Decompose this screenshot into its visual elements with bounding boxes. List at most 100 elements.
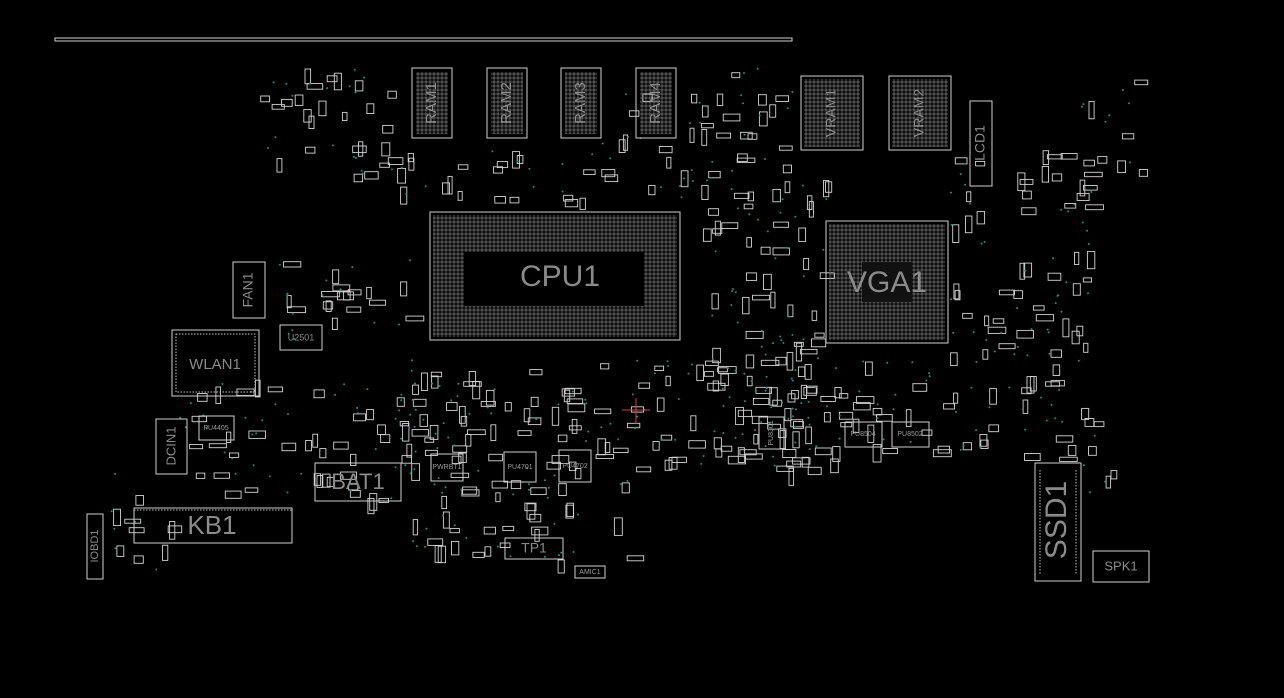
component-dcin1[interactable]: DCIN1 <box>155 418 188 475</box>
smd-part <box>760 246 771 255</box>
test-point <box>928 372 931 375</box>
component-ram3[interactable]: RAM3 <box>560 67 602 139</box>
smd-part <box>281 98 293 107</box>
smd-part <box>396 397 405 407</box>
component-lcd1[interactable]: LCD1 <box>969 100 993 187</box>
test-point <box>113 527 116 530</box>
test-point <box>1054 417 1057 420</box>
smd-part <box>254 379 261 398</box>
test-point <box>1040 396 1042 399</box>
pu8502-label: PU8502 <box>897 431 922 438</box>
smd-part <box>378 497 389 503</box>
smd-part <box>626 555 645 562</box>
component-pu4702[interactable]: PU4702 <box>558 449 592 483</box>
smd-part <box>271 103 285 110</box>
smd-part <box>758 94 767 106</box>
component-wlan1[interactable]: WLAN1 <box>171 329 260 397</box>
component-ram2[interactable]: RAM2 <box>486 67 528 139</box>
smd-part <box>976 211 986 225</box>
test-point <box>251 433 254 436</box>
component-ram1[interactable]: RAM1 <box>411 67 453 139</box>
smd-part <box>512 151 520 169</box>
test-point <box>348 85 351 88</box>
smd-part <box>411 429 429 437</box>
test-point <box>754 429 756 431</box>
smd-part <box>1083 159 1095 167</box>
test-point <box>390 497 393 500</box>
test-point <box>794 215 797 218</box>
ram3-label: RAM3 <box>572 82 589 124</box>
test-point <box>876 403 879 406</box>
component-cpu1[interactable]: CPU1 <box>429 211 681 341</box>
component-pu4701[interactable]: PU4701 <box>503 451 537 483</box>
smd-part <box>932 449 952 458</box>
component-kb1[interactable]: KB1 <box>133 507 293 544</box>
test-point <box>706 179 708 182</box>
smd-part <box>116 545 125 557</box>
component-bat1[interactable]: BAT1 <box>314 462 402 502</box>
smd-part <box>1083 342 1089 353</box>
smd-part <box>1055 435 1074 443</box>
test-point <box>350 489 352 492</box>
smd-part <box>595 454 614 459</box>
smd-part <box>312 433 319 448</box>
test-point <box>400 399 403 402</box>
smd-part <box>574 468 582 480</box>
component-iobd1[interactable]: IOBD1 <box>86 513 104 580</box>
test-point <box>400 393 403 396</box>
component-pwrbt1[interactable]: PWRBT1 <box>430 453 464 482</box>
component-u2501[interactable]: U2501 <box>279 324 323 351</box>
vga1-label: VGA1 <box>847 266 927 299</box>
smd-part <box>702 228 712 242</box>
test-point <box>1060 208 1063 211</box>
component-tp1[interactable]: TP1 <box>504 537 564 560</box>
smd-part <box>325 300 332 312</box>
test-point <box>546 496 549 499</box>
smd-part <box>401 455 412 464</box>
component-amic1[interactable]: AMIC1 <box>574 565 606 579</box>
smd-part <box>304 68 312 85</box>
smd-part <box>1121 133 1135 140</box>
test-point <box>422 418 425 421</box>
test-point <box>730 304 733 306</box>
smd-part <box>665 375 671 387</box>
smd-part <box>564 387 582 395</box>
component-fan1[interactable]: FAN1 <box>232 261 266 319</box>
test-point <box>972 331 975 334</box>
test-point <box>405 193 408 196</box>
test-point <box>636 415 639 418</box>
component-pu8301[interactable]: PU8301 <box>758 416 785 450</box>
component-vga1[interactable]: VGA1 <box>825 220 949 344</box>
component-vram1[interactable]: VRAM1 <box>800 75 864 151</box>
test-point <box>702 455 705 457</box>
test-points <box>110 67 1132 571</box>
test-point <box>1050 403 1053 406</box>
component-vram2[interactable]: VRAM2 <box>888 75 952 151</box>
test-point <box>754 390 757 393</box>
smd-part <box>865 361 873 376</box>
component-ram4[interactable]: RAM4 <box>635 67 677 139</box>
test-point <box>826 405 828 408</box>
test-point <box>321 294 324 297</box>
test-point <box>1060 310 1063 313</box>
smd-part <box>340 471 358 480</box>
component-ssd1[interactable]: SSD1 <box>1034 462 1082 582</box>
component-spk1[interactable]: SPK1 <box>1092 550 1150 583</box>
test-point <box>325 279 328 282</box>
component-pu4405[interactable]: PU4405 <box>198 415 235 441</box>
test-point <box>679 185 681 188</box>
smd-part <box>326 75 338 83</box>
smd-part <box>248 430 266 439</box>
smd-part <box>484 546 492 557</box>
ram1-label: RAM1 <box>423 82 440 124</box>
component-pu8502[interactable]: PU8502 <box>891 421 930 448</box>
pu4702-label: PU4702 <box>562 463 587 470</box>
test-point <box>252 464 255 467</box>
smd-part <box>546 461 561 470</box>
smd-part <box>405 315 425 322</box>
test-point <box>1108 114 1111 117</box>
test-point <box>950 298 952 301</box>
smd-part <box>806 195 813 211</box>
component-pu8504[interactable]: PU8504 <box>844 421 883 448</box>
